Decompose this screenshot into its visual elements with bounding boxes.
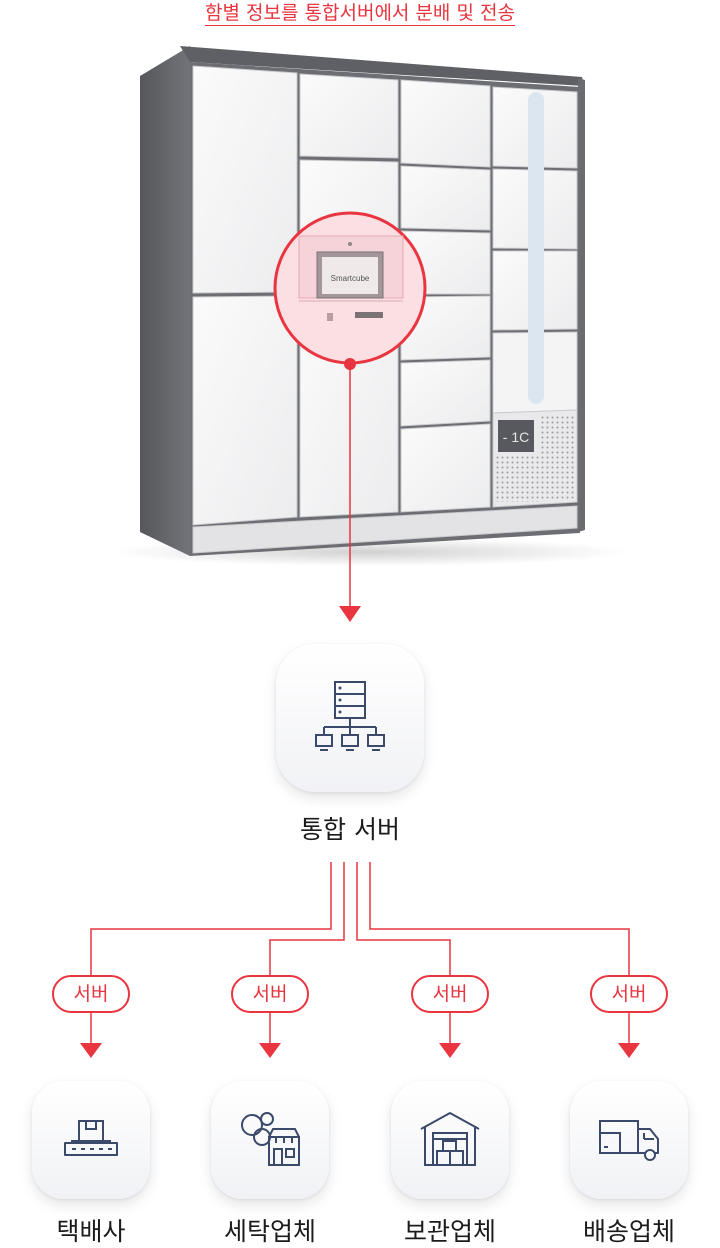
server-badge: 서버 [52,975,130,1013]
warehouse-icon [420,1111,480,1166]
server-badge: 서버 [231,975,309,1013]
delivery-node [570,1081,688,1199]
light-tube [528,92,544,404]
server-badge: 서버 [590,975,668,1013]
temperature-text: - 1C [503,429,529,445]
server-badge: 서버 [411,975,489,1013]
laundry-shop-icon [241,1112,300,1166]
courier-label: 택배사 [56,1217,126,1246]
delivery-truck-icon [599,1120,659,1161]
laundry-node [211,1081,329,1199]
storage-label: 보관업체 [403,1217,496,1246]
server-node-label: 통합 서버 [300,815,400,844]
temperature-display [498,420,534,452]
diagram-caption: 함별 정보를 통합서버에서 분배 및 전송 [205,2,515,26]
courier-node [32,1081,150,1199]
delivery-label: 배송업체 [582,1217,675,1246]
server-network-icon [315,681,385,751]
storage-node [391,1081,509,1199]
server-node [276,644,424,792]
conveyor-parcel-icon [64,1120,118,1156]
laundry-label: 세탁업체 [223,1217,316,1246]
kiosk-brand: Smartcube [331,274,370,283]
locker-side-panel [140,46,190,556]
